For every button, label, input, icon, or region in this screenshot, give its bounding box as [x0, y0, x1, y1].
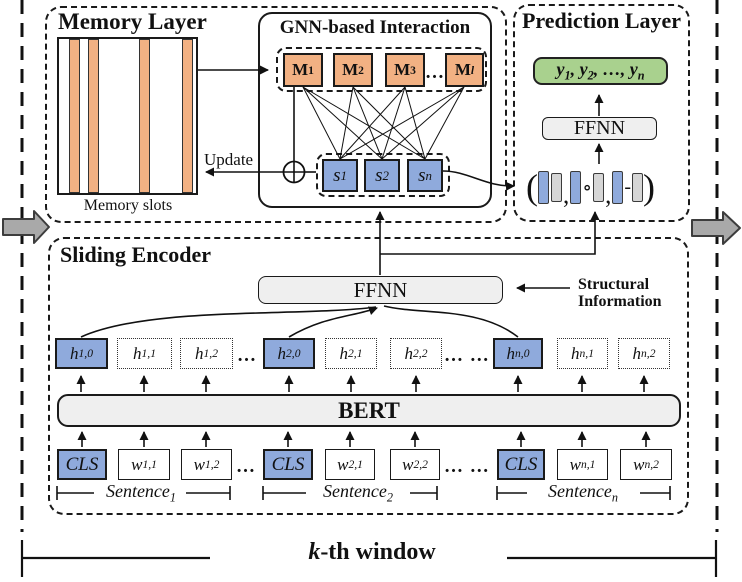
- hidden-row-ellipsis-2: … …: [444, 345, 490, 366]
- memory-slot-stripe: [88, 39, 99, 193]
- sliding-encoder-box: [48, 237, 689, 515]
- hadamard-operator: ∘: [582, 176, 593, 199]
- memory-slot-stripe: [182, 39, 193, 193]
- token-row-ellipsis-2: … …: [444, 456, 490, 477]
- memory-vector-bar: [551, 172, 562, 202]
- close-paren: ): [642, 167, 655, 207]
- prediction-ffnn: FFNN: [542, 117, 657, 140]
- token-cls-2: CLS: [263, 449, 313, 480]
- sentence-n-label: Sentencen: [547, 481, 619, 505]
- structural-information-label: Structural Information: [578, 276, 682, 310]
- sentence-2-label: Sentence2: [322, 481, 394, 505]
- comma: ,: [563, 182, 570, 209]
- sentence-1-label: Sentence1: [105, 481, 177, 505]
- sentence-vector-bar: [570, 170, 582, 204]
- output-labels-box: y1, y2, …, yn: [533, 57, 668, 85]
- window-slide-in-arrow: [2, 210, 50, 244]
- memory-slots: [57, 37, 198, 195]
- bert-encoder: BERT: [57, 394, 681, 427]
- sliding-encoder-title: Sliding Encoder: [60, 242, 211, 267]
- token-cls-1: CLS: [57, 449, 107, 480]
- prediction-layer-title: Prediction Layer: [521, 8, 682, 33]
- sliding-ffnn: FFNN: [258, 276, 503, 304]
- window-slide-out-arrow: [691, 211, 741, 245]
- memory-slot-stripe: [139, 39, 150, 193]
- memory-layer-title: Memory Layer: [58, 9, 207, 34]
- update-label: Update: [204, 150, 254, 169]
- gnn-title: GNN-based Interaction: [279, 17, 471, 38]
- open-paren: (: [526, 167, 538, 207]
- memory-slot-stripe: [69, 39, 80, 193]
- comma: ,: [605, 182, 612, 209]
- output-labels-text: y1, y2, …, yn: [556, 58, 645, 83]
- minus-operator: -: [624, 175, 631, 198]
- memory-layer-box: [45, 6, 507, 223]
- sentence-vector-bar: [538, 170, 549, 204]
- memory-nodes-ellipsis: …: [425, 62, 445, 83]
- hidden-row-ellipsis-1: …: [237, 345, 257, 366]
- memory-vector-bar: [631, 172, 643, 202]
- memory-slots-label: Memory slots: [83, 197, 173, 214]
- token-cls-n: CLS: [497, 449, 545, 480]
- feature-concat-expression: ( , ∘ , - ): [526, 167, 670, 209]
- token-row-ellipsis-1: …: [236, 456, 256, 477]
- prediction-layer-box: [513, 4, 690, 222]
- sentence-vector-bar: [612, 170, 624, 204]
- window-label: k-th window: [308, 539, 436, 565]
- memory-vector-bar: [593, 172, 605, 202]
- gnn-interaction-box: [258, 12, 492, 208]
- structural-line2: Information: [578, 293, 662, 310]
- structural-line1: Structural: [578, 276, 650, 293]
